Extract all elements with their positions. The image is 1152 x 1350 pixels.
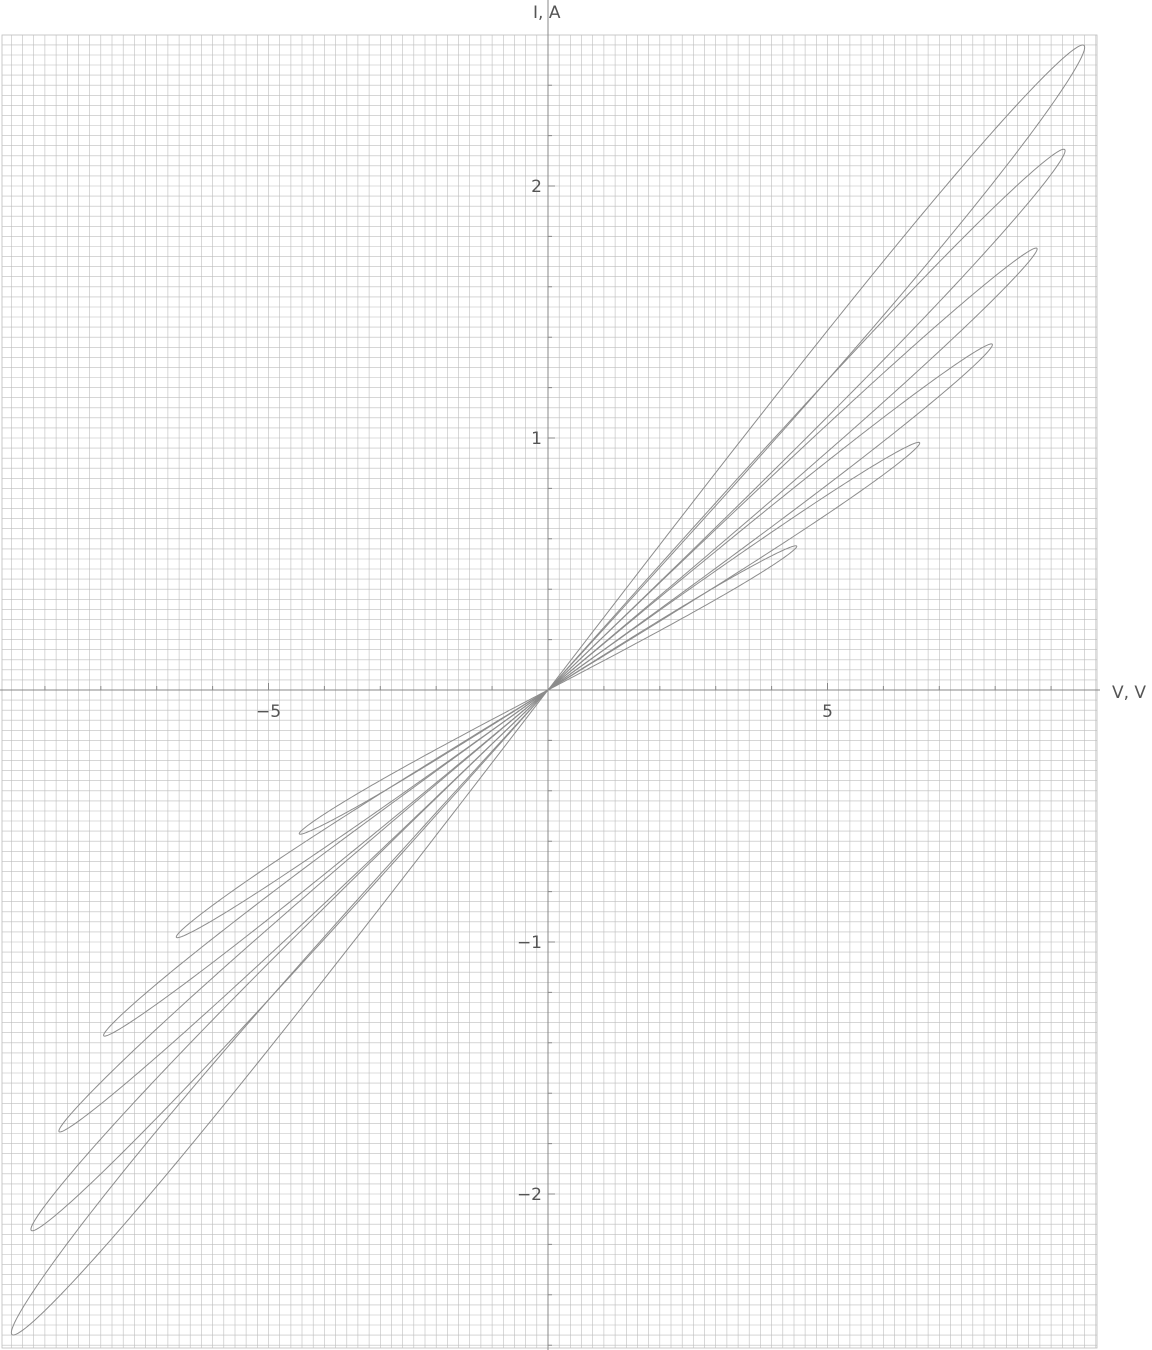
- x-tick-label: −5: [256, 702, 281, 722]
- curves: [10, 44, 1086, 1336]
- y-tick-label: 2: [531, 177, 542, 197]
- y-tick-label: −1: [517, 933, 542, 953]
- tick-labels: −5 5 −2 −1 1 2: [256, 177, 833, 1205]
- axes: [0, 0, 1100, 1350]
- y-axis-label: I, A: [533, 3, 561, 23]
- y-tick-label: 1: [531, 429, 542, 449]
- tick-marks: [44, 84, 1052, 1346]
- hysteresis-loop-6: [10, 44, 1086, 1336]
- grid-lines: [2, 35, 1097, 1348]
- plot-frame: [1, 34, 1098, 1349]
- y-tick-label: −2: [517, 1185, 542, 1205]
- x-axis-label: V, V: [1112, 683, 1146, 703]
- x-tick-label: 5: [822, 702, 833, 722]
- grid: [1, 34, 1098, 1349]
